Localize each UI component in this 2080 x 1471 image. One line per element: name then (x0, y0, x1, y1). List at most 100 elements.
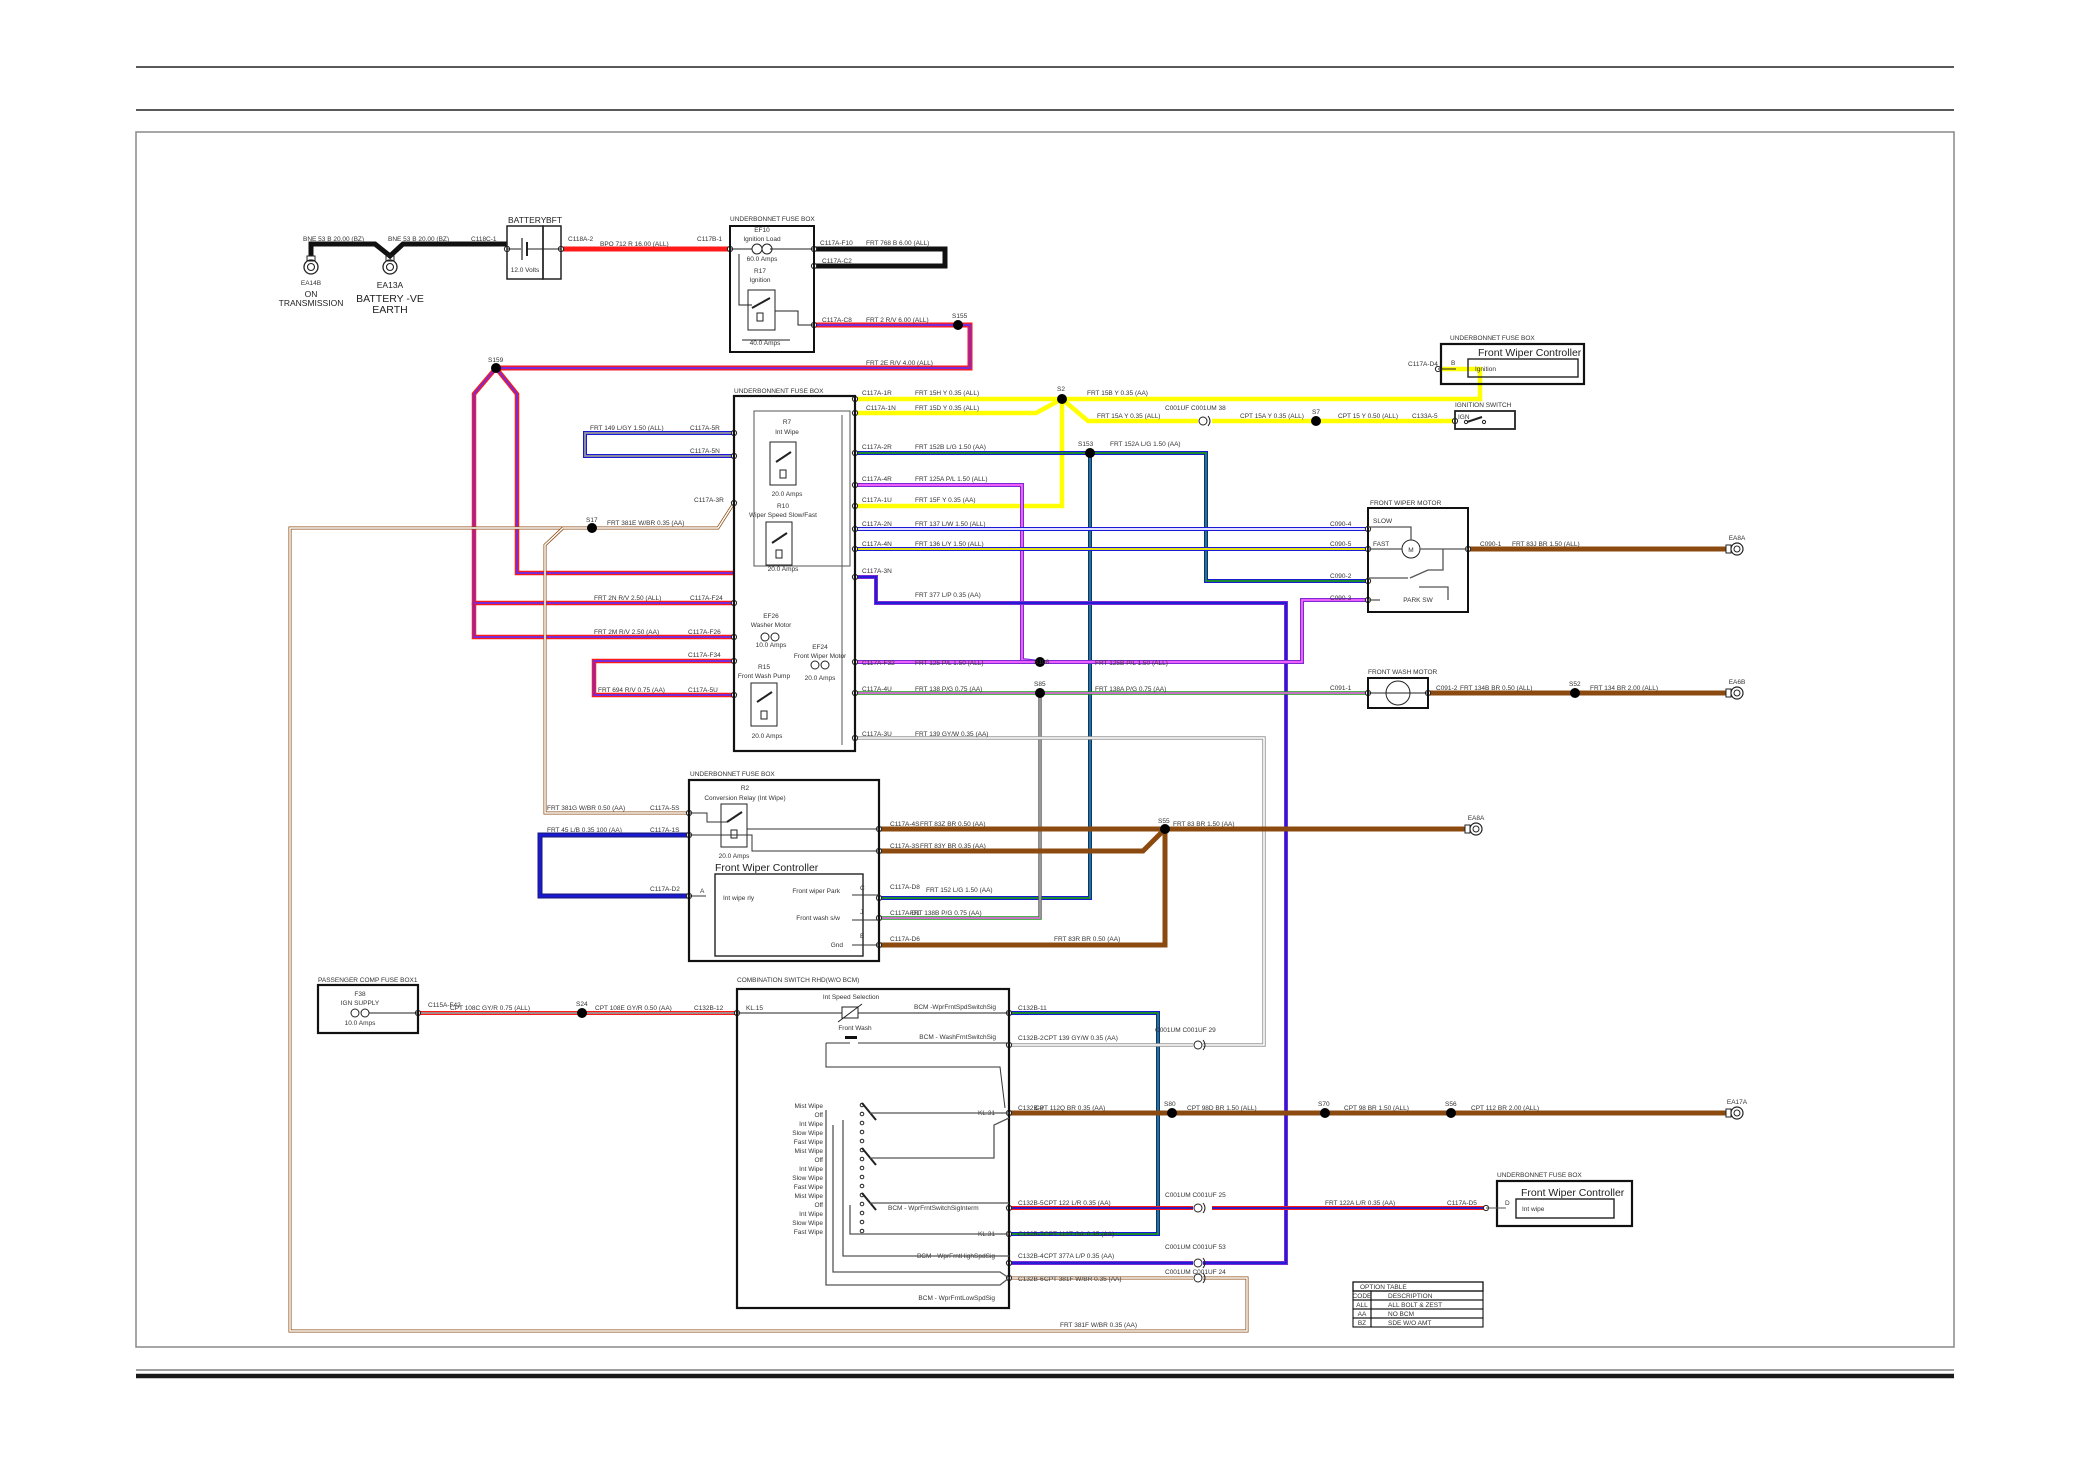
wire-label: C117A-3N (862, 568, 892, 575)
switch-position-label: Mist Wipe (794, 1103, 823, 1110)
option-table-title: OPTION TABLE (1360, 1284, 1407, 1291)
switch-position-label: Off (814, 1157, 823, 1164)
splice-s24 (577, 1008, 587, 1018)
relay-icon (769, 441, 797, 486)
relay-name: Front Wash Pump (738, 673, 791, 680)
ground-ea13a: EA13A BATTERY -VE EARTH (356, 255, 424, 316)
wire-frt-45 (537, 832, 689, 899)
wire-label: FRT 152B L/G 1.50 (AA) (915, 444, 986, 451)
fwc-title: UNDERBONNET FUSE BOX (1450, 335, 1535, 342)
wire-label: C090-5 (1330, 541, 1352, 548)
diagram-frame (135, 131, 1955, 1348)
wire-label: C001UM C001UF 29 (1155, 1027, 1216, 1034)
splice-s56 (1446, 1108, 1456, 1118)
relay-id: R17 (754, 268, 766, 275)
wire-label: C118A-2 (568, 236, 594, 243)
front-wiper-motor: FRONT WIPER MOTOR SLOW FAST M PARK SW (1367, 500, 1469, 613)
fuse-icon (350, 1008, 370, 1018)
relay-icon (747, 289, 776, 331)
fuse-name: Washer Motor (751, 622, 792, 629)
wire-label: FRT 125A P/L 1.50 (ALL) (915, 476, 988, 483)
splice-s159 (491, 363, 501, 373)
front-wash-label: Front Wash (838, 1025, 872, 1032)
fuse-icon (760, 632, 780, 642)
fuse-rating: 60.0 Amps (747, 256, 778, 263)
int-speed-label: Int Speed Selection (823, 994, 880, 1001)
switch-contact-icon (859, 1111, 865, 1117)
wire-frt-83y (879, 827, 1167, 854)
relay-id: R7 (783, 419, 792, 426)
splice-s70 (1320, 1108, 1330, 1118)
wire-label: C117A-D8 (890, 884, 920, 891)
option-description: SDE W/O AMT (1388, 1320, 1431, 1327)
ground-ea8a-1: EA8A (1725, 535, 1746, 556)
wire-label: FRT 125B P/L 1.50 (ALL) (1095, 660, 1168, 667)
ground-id: EA6B (1729, 679, 1746, 686)
fuse-rating: 10.0 Amps (345, 1020, 376, 1027)
switch-position-label: Slow Wipe (792, 1175, 823, 1182)
relay-icon (750, 682, 778, 727)
wire-label: C115A-F42 (428, 1002, 461, 1009)
wire-label: C117A-5U (688, 687, 718, 694)
wire-frt-377 (855, 575, 1288, 1265)
wire-label: C117A-D2 (650, 886, 680, 893)
switch-position-label: Off (814, 1202, 823, 1209)
wire-frt-381g (543, 526, 689, 815)
switch-contact-icon (859, 1165, 865, 1171)
splice-s7 (1311, 416, 1321, 426)
wire-frt-138b (879, 693, 1042, 920)
wire-label: FRT 2M R/V 2.50 (AA) (594, 629, 659, 636)
wire-frt-139 (855, 736, 1266, 1047)
ign-switch-title: IGNITION SWITCH (1455, 402, 1512, 409)
wire-label: C117A-D1 (890, 910, 920, 917)
passenger-comp-fuse-box: PASSENGER COMP FUSE BOX1 F38 IGN SUPPLY … (316, 977, 420, 1035)
wire-label: FRT 15H Y 0.35 (ALL) (915, 390, 979, 397)
switch-position-label: Fast Wipe (794, 1139, 824, 1146)
wire-label: FRT 15B Y 0.35 (AA) (1087, 390, 1148, 397)
wire-label: FRT 152 L/G 1.50 (AA) (926, 887, 993, 894)
switch-position-label: Fast Wipe (794, 1184, 824, 1191)
ground-ea17a: EA17A (1725, 1099, 1748, 1120)
wire-label: CPT 139 GY/W 0.35 (AA) (1044, 1035, 1118, 1042)
front-wash-sw: Front wash s/w (796, 915, 840, 922)
front-wash-motor: FRONT WASH MOTOR (1367, 669, 1438, 709)
relay-name: Wiper Speed Slow/Fast (749, 512, 817, 519)
switch-icon (1466, 416, 1483, 423)
fwc-pin: D (1505, 1200, 1510, 1207)
wire-label: C117A-1S (650, 827, 680, 834)
wire-label: FRT 134 BR 2.00 (ALL) (1590, 685, 1658, 692)
wire-label: S56 (1445, 1101, 1457, 1108)
switch-contact-icon (859, 1201, 865, 1207)
pin-c: C (860, 885, 865, 892)
wire-label: C091-1 (1330, 685, 1352, 692)
option-code: CODE (1353, 1293, 1372, 1300)
sig-wash-switch: BCM - WashFrntSwitchSig (919, 1034, 996, 1041)
wire-frt-2m-b (471, 603, 734, 640)
fwc-pin: B (1451, 360, 1455, 367)
inline-connector-icon (1193, 1039, 1206, 1051)
wire-label: S17 (586, 517, 598, 524)
relay-rating: 20.0 Amps (752, 733, 783, 740)
underbonnet-fuse-box-3: UNDERBONNET FUSE BOX R2 Conversion Relay… (687, 771, 881, 963)
sig-spd-switch: BCM -WprFrntSpdSwitchSig (914, 1004, 996, 1011)
switch-contact-icon (859, 1219, 865, 1225)
motor-symbol: M (1408, 547, 1413, 554)
wire-label: C090-1 (1480, 541, 1502, 548)
wire-label: C001UM C001UF 53 (1165, 1244, 1226, 1251)
wire-label: FRT 768 B 6.00 (ALL) (866, 240, 929, 247)
relay-name: Conversion Relay (Int Wipe) (704, 795, 785, 802)
wire-frt-15f (855, 399, 1065, 509)
wire-label: FRT 2N R/V 2.50 (ALL) (594, 595, 661, 602)
switch-contact-icon (859, 1210, 865, 1216)
wire-label: FRT 83J BR 1.50 (ALL) (1512, 541, 1580, 548)
wire-label: S55 (1158, 818, 1170, 825)
fuse-id: EF10 (754, 227, 770, 234)
wire-c132b11 (1009, 1011, 1160, 1236)
ground-icon (303, 259, 319, 275)
wire-label: FRT 152A L/G 1.50 (AA) (1110, 441, 1181, 448)
wire-label: C091-2 (1436, 685, 1458, 692)
wire-label: C117A-4N (862, 541, 892, 548)
